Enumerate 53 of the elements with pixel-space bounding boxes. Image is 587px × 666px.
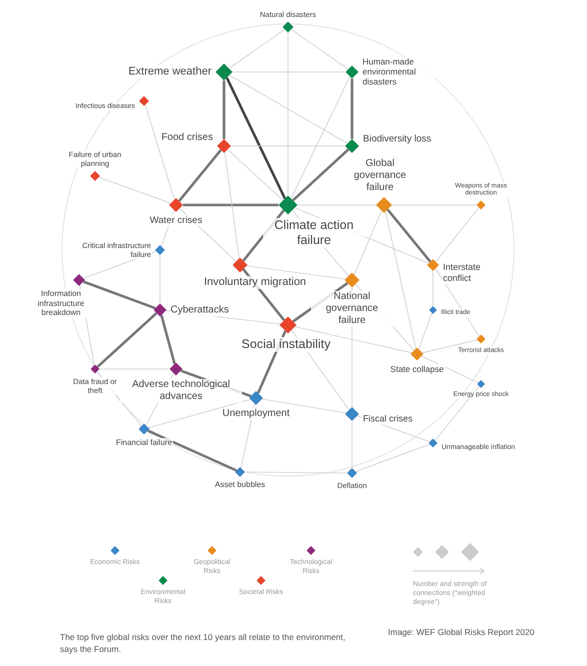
connection-line: [222, 80, 226, 139]
connection-line: [392, 204, 477, 206]
connection-line: [262, 398, 346, 414]
risk-label: Adverse technological advances: [120, 378, 242, 402]
connection-line: [148, 399, 251, 428]
connection-line: [355, 444, 430, 472]
connection-line: [421, 356, 479, 384]
connection-line: [385, 211, 416, 350]
risk-label: Human-made environmental disasters: [362, 56, 434, 88]
risk-label: Fiscal crises: [362, 414, 414, 424]
connection-line: [96, 312, 158, 368]
connection-line: [229, 74, 348, 144]
connection-line: [354, 210, 382, 276]
risk-label: Asset bubbles: [214, 480, 266, 490]
connection-line: [144, 104, 175, 200]
connection-line: [224, 152, 240, 259]
risk-label: Climate action failure: [263, 218, 365, 248]
connection-line: [99, 368, 170, 370]
risk-label: Unemployment: [221, 408, 291, 420]
connection-line: [386, 208, 432, 263]
risk-label: Cyberattacks: [170, 304, 230, 316]
connection-line: [350, 78, 354, 139]
risk-label: Extreme weather: [127, 65, 212, 79]
connection-line: [246, 266, 346, 280]
connection-line: [227, 149, 284, 201]
risk-label: State collapse: [389, 364, 445, 374]
connection-line: [226, 77, 286, 200]
risk-label: Water crises: [148, 215, 204, 226]
image-credit: Image: WEF Global Risks Report 2020: [388, 626, 536, 638]
risk-label: National governance failure: [311, 290, 393, 326]
risk-label: Financial failure: [114, 438, 174, 448]
connection-line: [244, 472, 348, 474]
connection-line: [432, 270, 434, 306]
connection-line: [160, 314, 176, 364]
connection-line: [292, 148, 350, 202]
connection-line: [98, 176, 172, 204]
connection-line: [297, 204, 376, 206]
connection-line: [294, 326, 412, 354]
caption: The top five global risks over the next 10 years all relate to the environment, says the Forum.: [60, 631, 346, 656]
connection-line: [147, 430, 238, 472]
connection-line: [290, 28, 349, 70]
connection-line: [228, 28, 286, 69]
risk-label: Involuntary migration: [202, 276, 308, 289]
connection-line: [434, 386, 480, 441]
risk-label: Biodiversity loss: [362, 133, 432, 145]
connection-line: [418, 312, 432, 350]
connection-line: [435, 207, 480, 262]
connection-line: [82, 280, 156, 310]
risk-label: Social instability: [240, 336, 332, 352]
connection-line: [422, 340, 478, 354]
connection-line: [178, 149, 222, 202]
connection-line: [183, 204, 278, 206]
connection-line: [290, 76, 350, 199]
